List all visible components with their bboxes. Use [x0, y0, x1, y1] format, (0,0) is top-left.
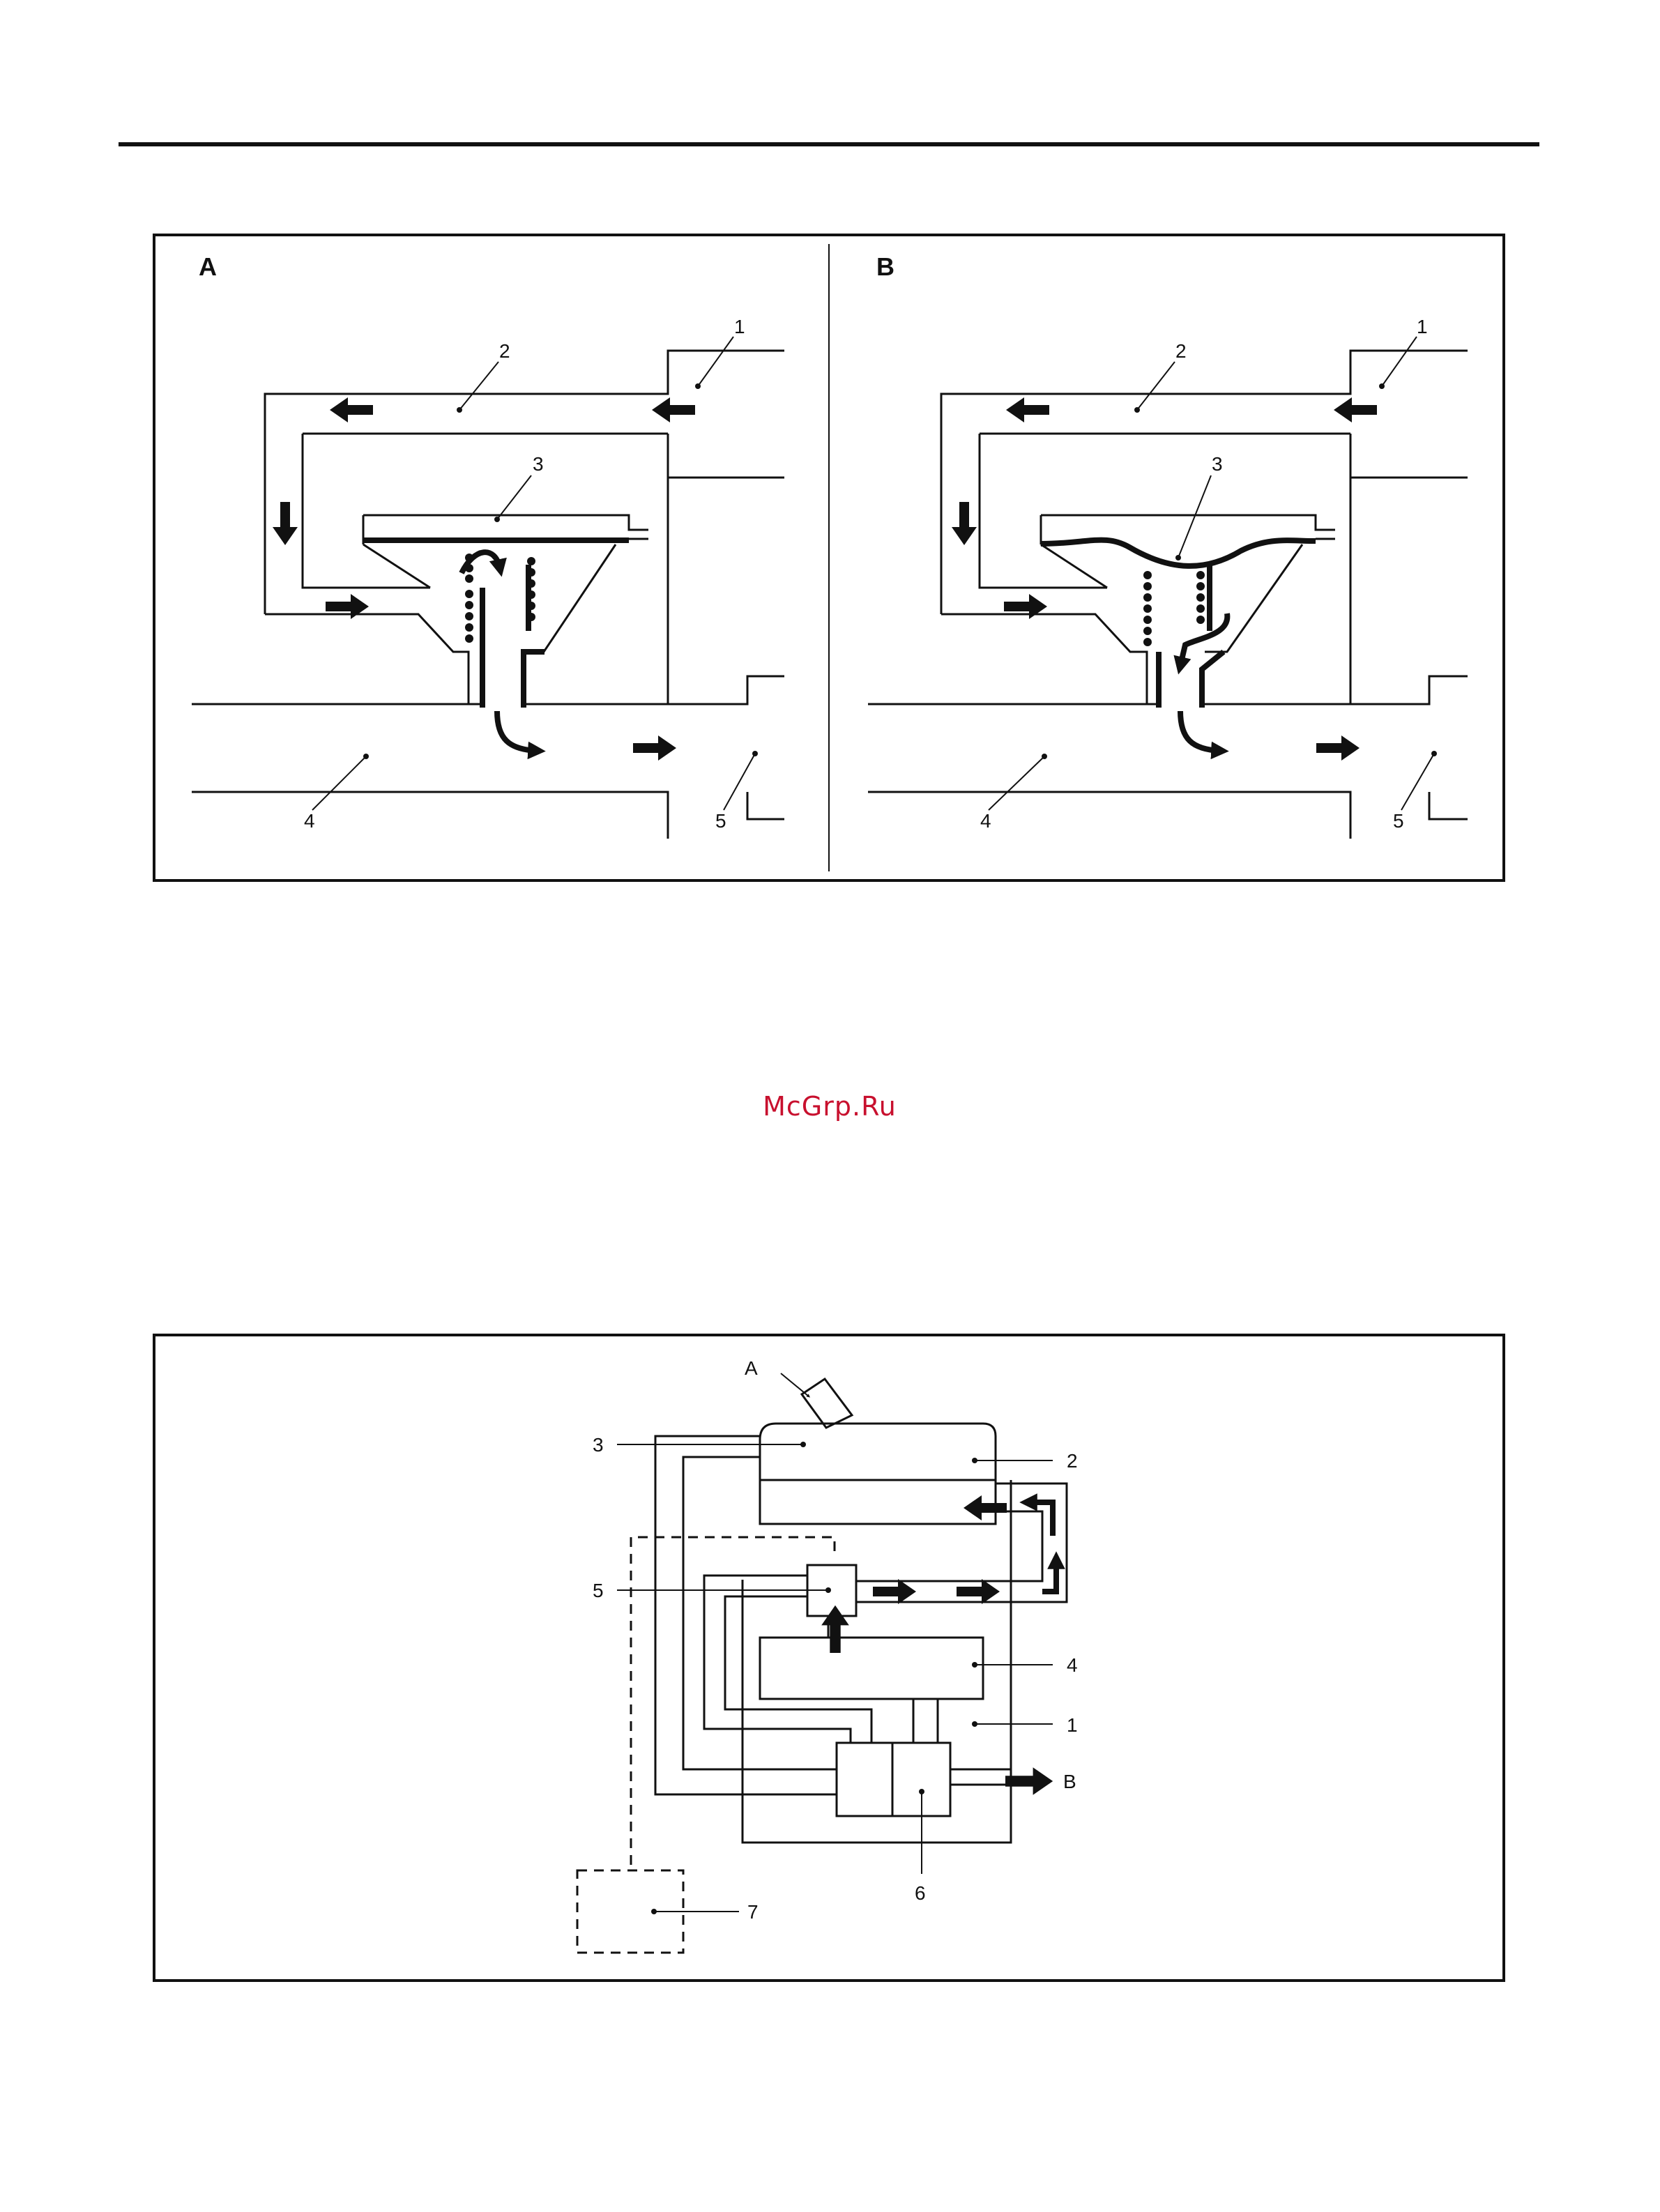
callout-fig2-4: 4 — [1067, 1654, 1078, 1676]
callout-fig2-2: 2 — [1067, 1450, 1078, 1472]
callout-fig2-6: 6 — [915, 1882, 926, 1904]
callout-a-2: 2 — [499, 340, 510, 362]
callout-b-4: 4 — [980, 810, 991, 832]
callout-a-5: 5 — [715, 810, 726, 832]
spring-coils-b — [1143, 571, 1205, 646]
callout-b-5: 5 — [1393, 810, 1404, 832]
watermark-text: McGrp.Ru — [763, 1091, 897, 1122]
panel-b: B — [868, 252, 1468, 839]
panel-a-letter: A — [199, 252, 217, 281]
figure-system-diagram: A — [154, 1335, 1504, 1981]
panel-a: A — [192, 252, 784, 839]
panel-b-letter: B — [876, 252, 894, 281]
callout-a-1: 1 — [734, 316, 745, 337]
callout-a-4: 4 — [304, 810, 315, 832]
flow-arrows-fig2 — [821, 1495, 1056, 1795]
callout-b-1: 1 — [1417, 316, 1428, 337]
callout-fig2-1: 1 — [1067, 1714, 1078, 1736]
callout-fig2-5: 5 — [593, 1580, 604, 1601]
figure-valve-diagram: A — [154, 235, 1504, 880]
outlet-label: B — [1063, 1771, 1076, 1792]
figure-2-frame — [154, 1335, 1504, 1981]
flow-arrows-b — [952, 397, 1377, 761]
callout-fig2-7: 7 — [747, 1901, 759, 1923]
callout-b-3: 3 — [1212, 453, 1223, 475]
callout-fig2-3: 3 — [593, 1434, 604, 1456]
callout-a-3: 3 — [533, 453, 544, 475]
inlet-label: A — [745, 1357, 758, 1379]
callout-b-2: 2 — [1175, 340, 1187, 362]
